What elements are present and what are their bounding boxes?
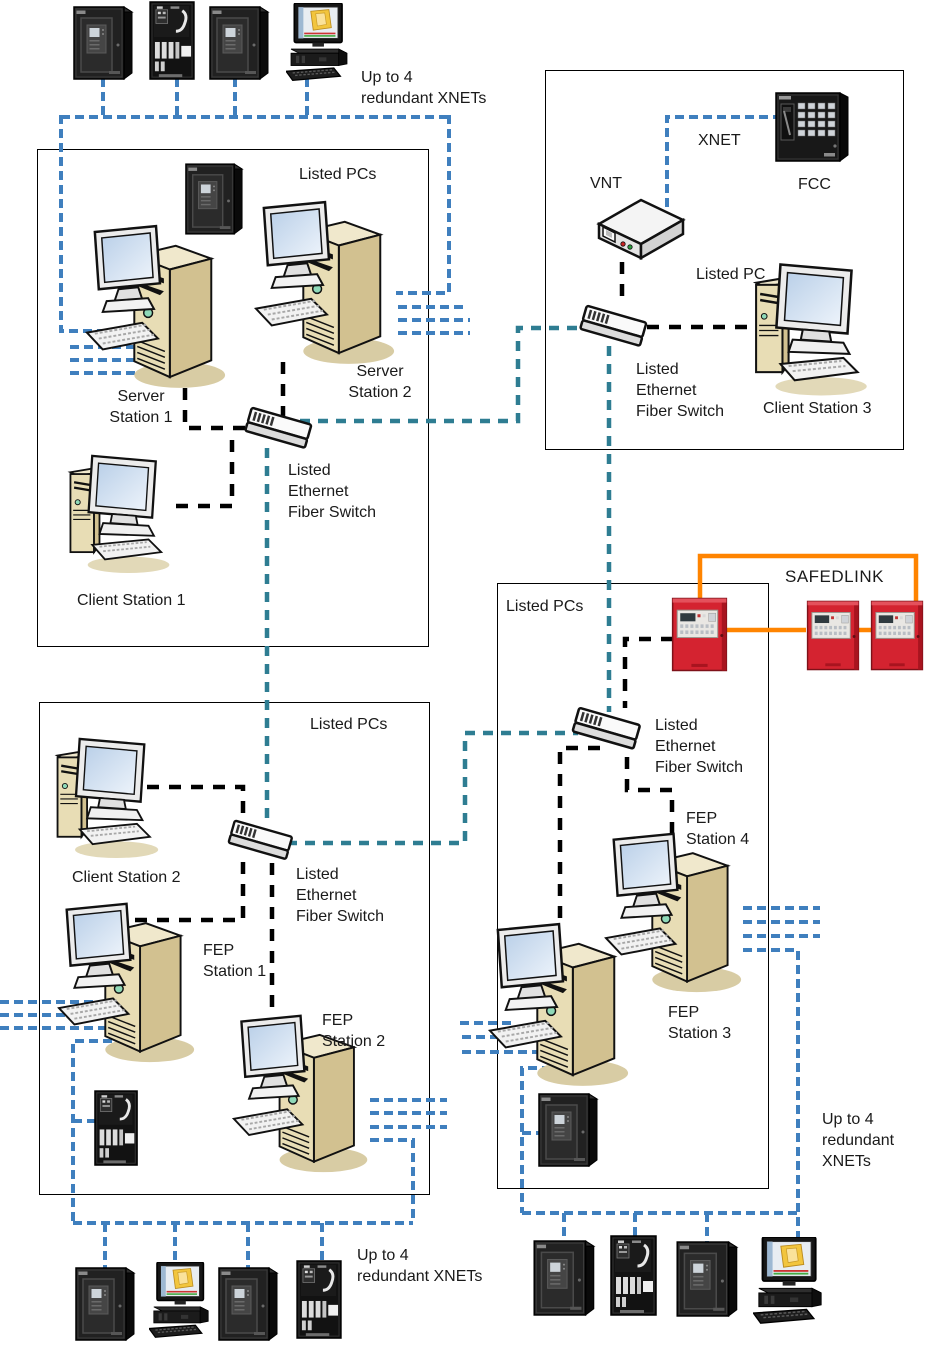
fire-panel-bottom-right-1 bbox=[533, 1240, 595, 1316]
fire-panel-open-fep12-box bbox=[94, 1090, 139, 1167]
fire-panel-top-3 bbox=[209, 6, 269, 80]
fep-station-4-pc bbox=[604, 832, 743, 994]
group-box-fcc-client3 bbox=[545, 70, 904, 450]
fire-panel-fep34-box bbox=[538, 1093, 598, 1167]
server-station-2-pc bbox=[254, 200, 396, 366]
fire-panel-bottom-left-3 bbox=[218, 1267, 278, 1341]
fiber-switch-3 bbox=[227, 819, 294, 861]
client-station-2-label: Client Station 2 bbox=[72, 869, 181, 886]
safedlink-panel-1 bbox=[671, 597, 728, 672]
fire-panel-open-top-2 bbox=[149, 1, 196, 81]
group-box-fep12 bbox=[39, 702, 430, 1195]
fire-panel-open-bottom-right-2 bbox=[610, 1235, 658, 1317]
client-station-1-pc bbox=[69, 454, 171, 575]
safedlink-panel-3 bbox=[870, 600, 924, 671]
listed-pcs-label-fep12: Listed PCs bbox=[310, 716, 388, 733]
client-station-1-label: Client Station 1 bbox=[77, 592, 186, 609]
safedlink-label: SAFEDLINK bbox=[785, 567, 884, 586]
fep-station-1-pc bbox=[57, 902, 196, 1064]
server-station-1-pc bbox=[85, 224, 227, 390]
graphic-workstation-bottom-left-2 bbox=[149, 1262, 210, 1339]
safedlink-panel-2 bbox=[806, 600, 860, 671]
vnt-device bbox=[597, 198, 685, 260]
fire-panel-bottom-right-3 bbox=[676, 1241, 738, 1317]
group-box-fep34 bbox=[497, 583, 769, 1189]
fcc-label: FCC bbox=[798, 176, 831, 193]
graphic-workstation-bottom-right-4 bbox=[753, 1237, 823, 1325]
listed-pc-label: Listed PC bbox=[696, 266, 766, 283]
fep-station-3-pc bbox=[488, 922, 630, 1088]
fire-panel-top-1 bbox=[73, 6, 133, 80]
fiber-switch-1 bbox=[243, 406, 313, 450]
fcc-panel bbox=[775, 92, 849, 162]
graphic-workstation-top-4 bbox=[286, 3, 348, 82]
fiber-switch-2 bbox=[578, 304, 648, 348]
client-station-3-label: Client Station 3 bbox=[763, 400, 872, 417]
fiber-switch-4 bbox=[571, 706, 642, 750]
fire-panel-servers-box bbox=[185, 163, 243, 235]
listed-pcs-label-servers: Listed PCs bbox=[299, 166, 377, 183]
fire-panel-open-bottom-left-4 bbox=[296, 1260, 343, 1340]
listed-pcs-label-fep34: Listed PCs bbox=[506, 598, 584, 615]
fiber-backbone-lines bbox=[264, 325, 612, 846]
xnet-label: XNET bbox=[698, 132, 741, 149]
group-box-servers bbox=[37, 149, 429, 647]
ethernet-dashed-lines bbox=[125, 262, 758, 1012]
fire-panel-bottom-left-1 bbox=[75, 1267, 135, 1341]
client-station-3-pc bbox=[754, 263, 869, 397]
vnt-label: VNT bbox=[590, 175, 622, 192]
client-station-2-pc bbox=[56, 737, 160, 860]
